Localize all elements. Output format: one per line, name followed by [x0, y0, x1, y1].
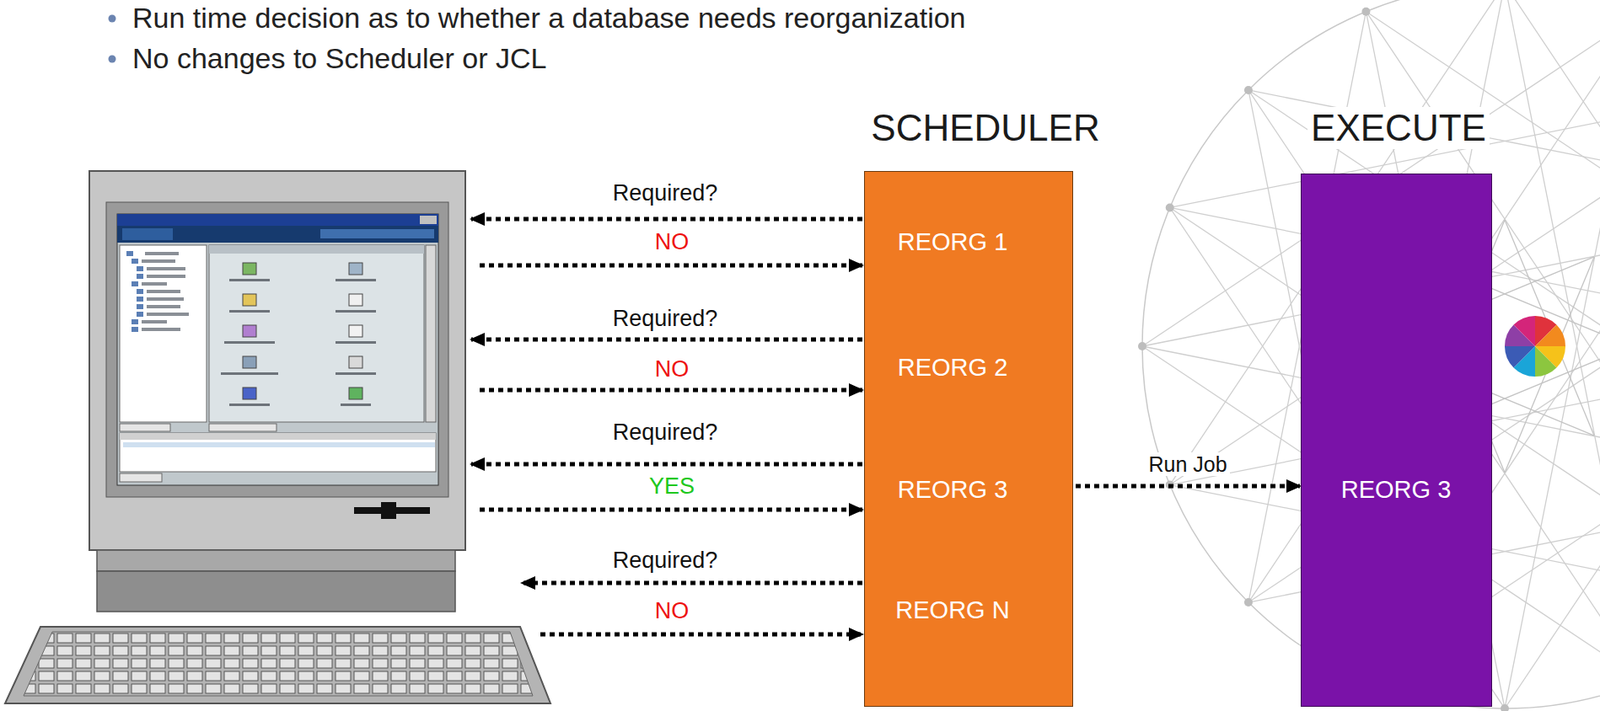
pinwheel-logo — [1504, 316, 1566, 377]
logo-wedge — [1535, 325, 1566, 347]
logo-wedge — [1535, 346, 1557, 377]
wire-dot — [1165, 203, 1175, 212]
job-name: REORG N — [891, 596, 1013, 625]
job-name: REORG 3 — [1337, 476, 1456, 505]
connector-label: Run Job — [1145, 452, 1230, 478]
wire-line — [1504, 220, 1595, 436]
dotted-arrow — [471, 219, 863, 635]
wire-dot — [1500, 704, 1509, 711]
job-name: REORG 3 — [894, 476, 1012, 505]
wire-line — [1504, 207, 1600, 709]
wire-dot — [1244, 598, 1253, 607]
query-label: Required? — [610, 419, 721, 446]
logo-wedge — [1504, 346, 1536, 368]
query-label: Required? — [610, 306, 721, 333]
bullet-dot — [108, 15, 117, 23]
box-heading: SCHEDULER — [867, 107, 1103, 151]
wire-line — [1504, 11, 1600, 709]
query-label: Required? — [610, 547, 721, 575]
wire-dot — [1361, 7, 1370, 17]
computer-illustration — [5, 171, 551, 704]
bullet-dot — [108, 55, 117, 64]
wire-circle — [1142, 0, 1600, 709]
wire-line — [1504, 257, 1595, 473]
answer-label: NO — [652, 229, 693, 256]
answer-label: YES — [646, 473, 698, 500]
wire-dot — [1244, 85, 1253, 95]
query-label: Required? — [610, 180, 721, 207]
logo-wedge — [1514, 316, 1536, 347]
bullet-text: No changes to Scheduler or JCL — [129, 42, 549, 76]
job-name: REORG 2 — [894, 354, 1012, 382]
box-heading: EXECUTE — [1307, 107, 1490, 151]
answer-label: NO — [652, 356, 693, 383]
bullet-text: Run time decision as to whether a databa… — [129, 1, 969, 35]
wire-dot — [1138, 342, 1147, 351]
execute-box: EXECUTEREORG 3 — [1300, 173, 1493, 708]
job-name: REORG 1 — [894, 228, 1012, 257]
answer-label: NO — [652, 598, 693, 625]
wireframe-decoration — [1138, 0, 1600, 711]
dotted-connector — [1075, 484, 1300, 489]
scheduler-box: SCHEDULERREORG 1REORG 2REORG 3REORG N — [864, 171, 1074, 708]
